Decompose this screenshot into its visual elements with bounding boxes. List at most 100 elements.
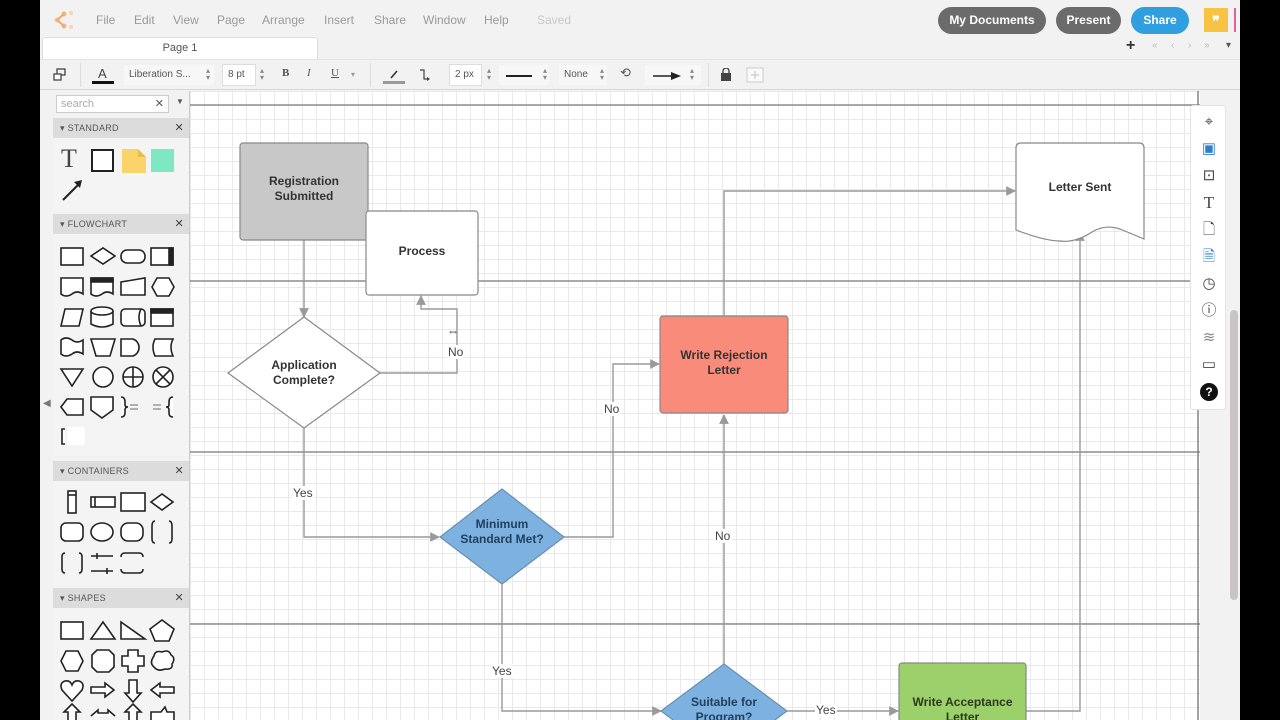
node-letter-sent[interactable] bbox=[1015, 142, 1145, 242]
node-registration-submitted[interactable] bbox=[239, 142, 369, 241]
line-style-spinner[interactable]: ▴▾ bbox=[543, 66, 548, 82]
collapse-panel-icon[interactable]: ◀ bbox=[43, 398, 51, 409]
format-painter-icon[interactable] bbox=[53, 68, 67, 82]
menu-file[interactable]: File bbox=[96, 13, 116, 27]
page-menu-icon[interactable]: ▾ bbox=[1226, 40, 1232, 51]
edge-application-yes-to-minimum[interactable] bbox=[303, 428, 440, 542]
callout-shape-icon[interactable] bbox=[150, 705, 175, 720]
menu-edit[interactable]: Edit bbox=[134, 13, 155, 27]
close-section-icon[interactable]: ✕ bbox=[174, 592, 184, 604]
merge-icon[interactable] bbox=[59, 368, 85, 388]
manual-operation-icon[interactable] bbox=[89, 338, 117, 357]
container-diamond-icon[interactable] bbox=[149, 493, 175, 511]
swap-arrows-icon[interactable]: ⟲ bbox=[620, 65, 631, 80]
edge-minimum-yes-to-suitable[interactable] bbox=[501, 584, 662, 716]
document-shape-icon[interactable] bbox=[60, 277, 84, 297]
square-shape-icon[interactable] bbox=[60, 621, 84, 640]
font-family-spinner[interactable]: ▴▾ bbox=[206, 66, 211, 82]
node-write-acceptance-letter[interactable] bbox=[898, 662, 1027, 720]
cloud-shape-icon[interactable] bbox=[150, 650, 175, 671]
my-documents-button[interactable]: My Documents bbox=[938, 7, 1046, 34]
menu-help[interactable]: Help bbox=[484, 13, 509, 27]
line-width-spinner[interactable]: ▴▾ bbox=[487, 66, 492, 82]
left-arrow-shape-icon[interactable] bbox=[149, 681, 175, 699]
first-page-button[interactable]: « bbox=[1152, 40, 1158, 51]
hexagon-shape-icon[interactable] bbox=[60, 650, 84, 672]
section-shapes-header[interactable]: ▾ SHAPES ✕ bbox=[53, 588, 189, 608]
layers-icon[interactable]: ≋ bbox=[1202, 329, 1216, 346]
edge-rejection-to-letter-sent[interactable] bbox=[723, 186, 1016, 316]
next-page-button[interactable]: › bbox=[1188, 40, 1192, 51]
font-family-select[interactable]: Liberation S... bbox=[123, 64, 215, 86]
line-arrow-icon[interactable] bbox=[61, 178, 85, 202]
close-section-icon[interactable]: ✕ bbox=[174, 218, 184, 230]
data-io-icon[interactable] bbox=[59, 308, 85, 327]
italic-button[interactable]: I bbox=[307, 67, 311, 79]
braces-container-icon[interactable] bbox=[151, 520, 173, 544]
section-standard-header[interactable]: ▾ STANDARD ✕ bbox=[53, 118, 189, 138]
connector-style-icon[interactable] bbox=[418, 68, 432, 82]
multi-document-icon[interactable] bbox=[90, 277, 114, 297]
shape-search-input[interactable]: search ✕ bbox=[56, 95, 169, 113]
triangle-shape-icon[interactable] bbox=[89, 620, 117, 640]
node-process[interactable] bbox=[365, 210, 479, 296]
terminator-shape-icon[interactable] bbox=[120, 249, 146, 264]
line-end-spinner[interactable]: ▴▾ bbox=[690, 66, 695, 82]
section-flowchart-header[interactable]: ▾ FLOWCHART ✕ bbox=[53, 214, 189, 234]
rounded-rect-container-icon[interactable] bbox=[120, 522, 144, 542]
menu-window[interactable]: Window bbox=[423, 13, 466, 27]
bracket-icon[interactable] bbox=[61, 427, 85, 445]
text-shape-icon[interactable]: T bbox=[61, 144, 77, 173]
horizontal-pool-icon[interactable] bbox=[90, 496, 116, 508]
menu-share[interactable]: Share bbox=[374, 13, 407, 27]
menu-page[interactable]: Page bbox=[217, 13, 246, 27]
history-icon[interactable]: ◷ bbox=[1202, 275, 1216, 292]
manual-input-icon[interactable] bbox=[120, 277, 146, 296]
diagram-canvas[interactable]: Registration Submitted Process Applicati… bbox=[190, 91, 1200, 720]
rectangle-shape-icon[interactable] bbox=[91, 149, 114, 172]
off-page-connector-icon[interactable] bbox=[90, 396, 114, 419]
or-icon[interactable] bbox=[122, 366, 144, 388]
pentagon-shape-icon[interactable] bbox=[149, 619, 175, 642]
edge-application-no-to-process[interactable] bbox=[380, 295, 458, 374]
help-icon[interactable]: ? bbox=[1200, 383, 1218, 401]
share-button[interactable]: Share bbox=[1131, 7, 1189, 34]
line-style-select[interactable] bbox=[498, 64, 550, 86]
ellipse-container-icon[interactable] bbox=[90, 522, 114, 542]
underline-button[interactable]: U bbox=[331, 67, 339, 79]
edge-acceptance-to-letter-sent[interactable] bbox=[1026, 231, 1085, 712]
text-color-button[interactable]: A bbox=[92, 66, 114, 84]
document-edit-icon[interactable]: 🗎 bbox=[1202, 248, 1216, 265]
font-size-input[interactable]: 8 pt bbox=[222, 64, 256, 86]
connector-circle-icon[interactable] bbox=[92, 366, 114, 388]
close-section-icon[interactable]: ✕ bbox=[174, 122, 184, 134]
brackets-container-icon[interactable] bbox=[61, 552, 83, 574]
right-arrow-shape-icon[interactable] bbox=[90, 681, 116, 699]
colored-block-icon[interactable] bbox=[151, 149, 174, 172]
double-arrow-shape-icon[interactable] bbox=[90, 708, 116, 717]
prev-page-button[interactable]: ‹ bbox=[1171, 40, 1175, 51]
tab-page-1[interactable]: Page 1 bbox=[42, 37, 318, 59]
vertical-scrollbar[interactable] bbox=[1230, 310, 1238, 600]
stored-data-icon[interactable] bbox=[152, 338, 175, 357]
text-options-dropdown[interactable]: ▾ bbox=[351, 70, 356, 79]
display-icon[interactable] bbox=[60, 398, 84, 416]
process-shape-icon[interactable] bbox=[60, 247, 84, 266]
menu-insert[interactable]: Insert bbox=[324, 13, 355, 27]
note-shape-icon[interactable] bbox=[122, 149, 146, 173]
heart-shape-icon[interactable] bbox=[60, 680, 84, 703]
direct-data-icon[interactable] bbox=[120, 308, 146, 327]
internal-storage-icon[interactable] bbox=[150, 308, 174, 327]
add-page-button[interactable]: + bbox=[1126, 37, 1136, 54]
node-application-complete[interactable] bbox=[226, 316, 382, 429]
close-section-icon[interactable]: ✕ bbox=[174, 465, 184, 477]
punched-tape-icon[interactable] bbox=[60, 337, 84, 357]
line-start-select[interactable]: None bbox=[558, 64, 608, 86]
edge-minimum-no-to-rejection[interactable] bbox=[564, 359, 660, 538]
lock-icon[interactable] bbox=[720, 68, 732, 81]
menu-arrange[interactable]: Arrange bbox=[262, 13, 305, 27]
line-end-select[interactable] bbox=[644, 64, 702, 86]
delay-icon[interactable] bbox=[120, 338, 140, 357]
summing-junction-icon[interactable] bbox=[152, 366, 174, 388]
dashed-container-icon[interactable] bbox=[91, 553, 113, 574]
